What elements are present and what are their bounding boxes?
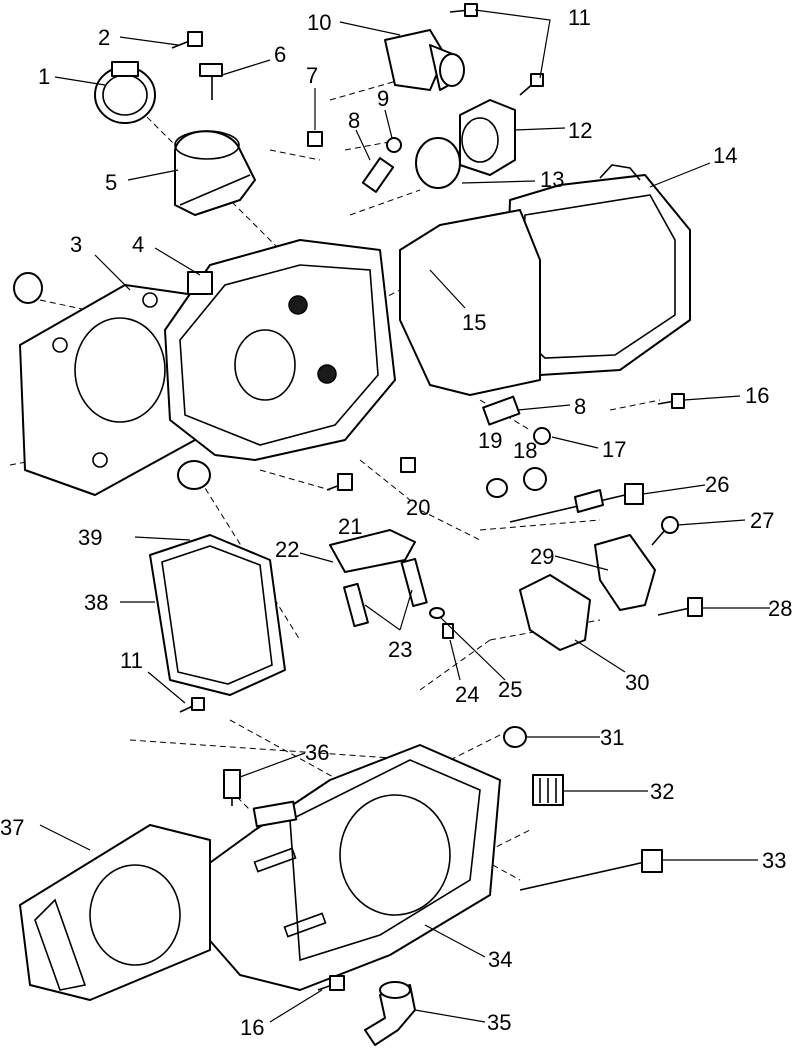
bolt-part-11-lower (179, 697, 205, 713)
cylinder-head-part (164, 239, 396, 461)
valve-cover-gasket-part (399, 209, 541, 396)
clip-part-25 (429, 607, 445, 619)
callout-30: 30 (625, 670, 649, 695)
water-outlet-part (384, 29, 465, 91)
plug-part-31 (503, 726, 527, 748)
callout-28: 28 (768, 596, 792, 621)
callout-14: 14 (713, 143, 737, 168)
callout-15: 15 (462, 310, 486, 335)
washer-part-18 (523, 467, 547, 491)
leader-lines (39, 9, 770, 1023)
clamp-part (94, 61, 156, 124)
bolt-part-16-upper (657, 393, 685, 409)
screw-part-2 (171, 31, 203, 49)
callout-3: 3 (70, 232, 82, 257)
callout-37: 37 (0, 815, 24, 840)
fitting-part-32 (532, 774, 564, 806)
o-ring-part-13 (415, 137, 461, 189)
callout-6: 6 (274, 42, 286, 67)
callout-27: 27 (750, 508, 774, 533)
callout-31: 31 (600, 725, 624, 750)
piece-part-24 (442, 623, 454, 639)
cylinder-block-part (199, 744, 501, 991)
callout-34: 34 (488, 947, 512, 972)
nut-part-17 (533, 427, 551, 445)
parts (13, 3, 703, 1046)
seal-part-lower (177, 460, 211, 490)
callout-11-lower: 11 (120, 648, 143, 673)
callout-29: 29 (530, 544, 554, 569)
callout-24: 24 (455, 682, 479, 707)
callout-20: 20 (406, 495, 430, 520)
fitting-part-36 (223, 769, 241, 806)
bolt-part-28 (657, 597, 703, 617)
base-gasket-part (19, 824, 211, 1001)
callout-5: 5 (105, 170, 117, 195)
callout-4: 4 (132, 232, 144, 257)
bolt-part-16-lower (317, 975, 345, 991)
long-stud-part-33 (519, 849, 663, 891)
callout-32: 32 (650, 779, 674, 804)
callout-26: 26 (705, 472, 729, 497)
callout-22: 22 (275, 537, 299, 562)
callout-35: 35 (487, 1010, 511, 1035)
callout-labels: 1 2 3 4 5 6 7 8 9 10 11 12 13 14 15 16 8… (0, 5, 792, 1040)
seal-part (13, 272, 43, 304)
tube-part-8-upper (361, 157, 395, 193)
bolt-part-21 (326, 473, 353, 491)
callout-2: 2 (98, 25, 110, 50)
dowel-pin-7 (307, 131, 323, 147)
callout-23: 23 (388, 637, 412, 662)
bracket-part-30 (519, 574, 591, 651)
callout-11-upper: 11 (568, 5, 591, 30)
tube-part-8-lower (482, 395, 521, 426)
bracket-part-29 (594, 534, 656, 611)
elbow-part-35 (364, 981, 416, 1046)
callout-17: 17 (602, 437, 626, 462)
callout-12: 12 (568, 118, 592, 143)
intake-boot-part (174, 130, 256, 216)
callout-16-upper: 16 (745, 383, 769, 408)
long-bolt-part-26 (509, 483, 644, 523)
callout-33: 33 (762, 848, 786, 873)
callout-8-lower: 8 (574, 394, 586, 419)
nut-part-9 (386, 137, 402, 153)
pin-part-20 (400, 457, 416, 473)
callout-36: 36 (305, 740, 329, 765)
gasket-part-22 (329, 529, 416, 573)
callout-8-upper: 8 (348, 108, 360, 133)
callout-13: 13 (540, 167, 564, 192)
callout-21: 21 (338, 514, 362, 539)
bolt-part-6 (199, 63, 223, 100)
callout-16-lower: 16 (240, 1015, 264, 1040)
bolt-part-27 (651, 516, 679, 546)
callout-10: 10 (307, 10, 331, 35)
callout-19: 19 (478, 428, 502, 453)
callout-18: 18 (513, 438, 537, 463)
side-cover-part (149, 534, 286, 696)
thermostat-housing-part (459, 99, 516, 176)
callout-9: 9 (377, 86, 389, 111)
seal-part-19 (486, 478, 508, 498)
callout-39: 39 (78, 525, 102, 550)
callout-25: 25 (498, 677, 522, 702)
callout-1: 1 (38, 64, 50, 89)
callout-38: 38 (84, 590, 108, 615)
spring-part-23 (343, 557, 428, 628)
callout-7: 7 (306, 63, 318, 88)
